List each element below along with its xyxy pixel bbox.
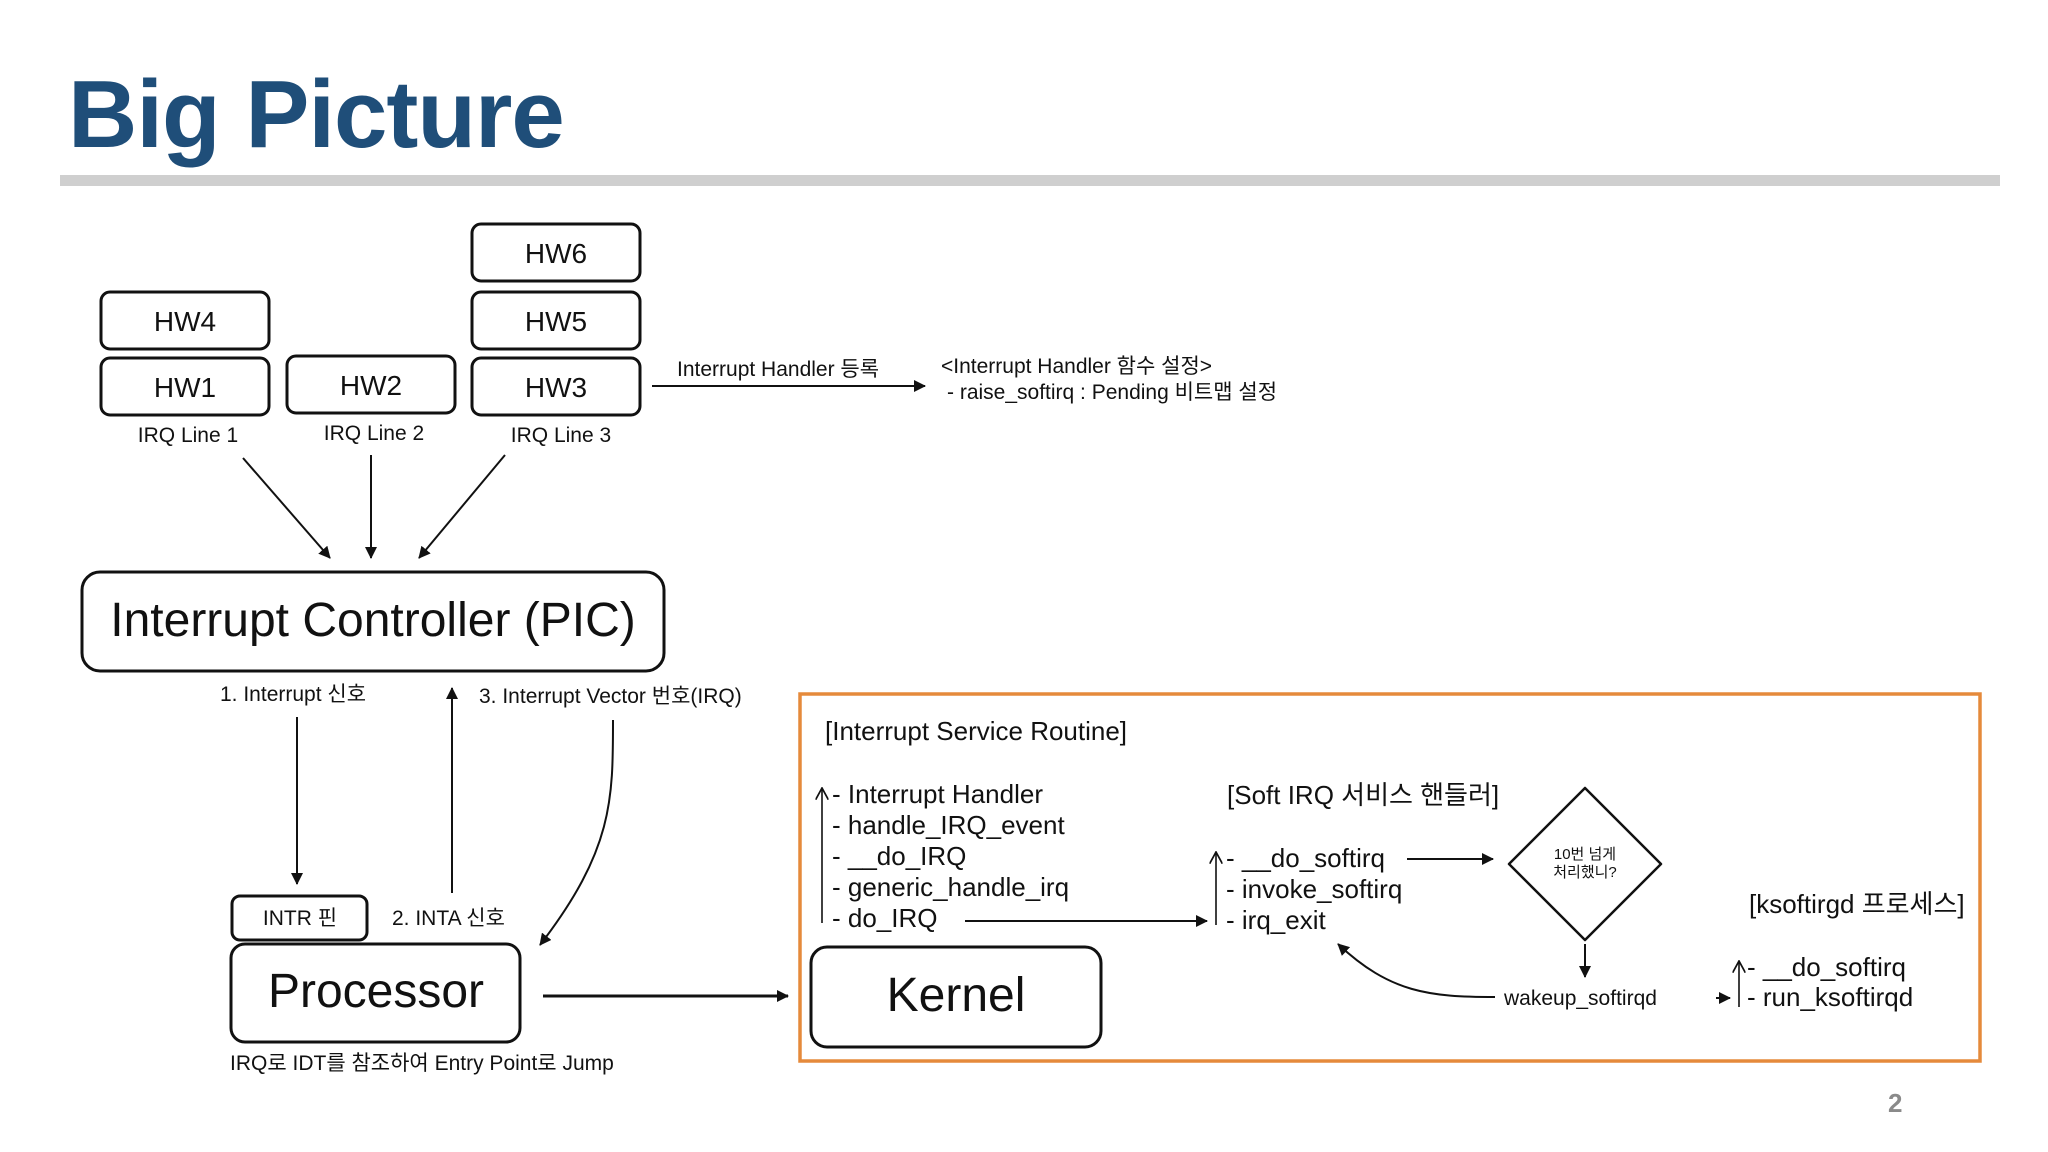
softirq-stack-item: - __do_softirq [1226, 843, 1385, 873]
wakeup-softirqd-label: wakeup_softirqd [1503, 987, 1657, 1010]
handler-setup-item: - raise_softirq : Pending 비트맵 설정 [947, 381, 1277, 404]
slide-title: Big Picture [68, 61, 565, 168]
hw3-label: HW3 [525, 372, 587, 403]
processor-box [229, 942, 522, 1044]
intr-pin-label: INTR 핀 [263, 907, 337, 930]
hw2-label: HW2 [340, 370, 402, 401]
softirq-stack-item: - irq_exit [1226, 905, 1326, 935]
isr-title: [Interrupt Service Routine] [825, 716, 1127, 746]
irq-line-1-label: IRQ Line 1 [138, 424, 238, 447]
wakeup-to-irq-exit-arrow [1337, 943, 1496, 998]
hw5-label: HW5 [525, 306, 587, 337]
irq-line-2-label: IRQ Line 2 [324, 422, 424, 445]
ksoftirqd-title: [ksoftirgd 프로세스] [1749, 889, 1965, 919]
isr-stack-item: - handle_IRQ_event [832, 810, 1065, 840]
processor-caption: IRQ로 IDT를 참조하여 Entry Point로 Jump [230, 1052, 614, 1075]
decision-text-line: 10번 넘게 [1554, 846, 1616, 863]
isr-stack-item: - __do_IRQ [832, 841, 966, 871]
intr-pin-box [230, 894, 369, 942]
irq-line-3-label: IRQ Line 3 [511, 424, 611, 447]
register-handler-label: Interrupt Handler 등록 [677, 358, 879, 381]
ksoftirqd-stack-item: - __do_softirq [1747, 952, 1906, 982]
inta-signal-label: 2. INTA 신호 [392, 907, 505, 930]
hw3-box [470, 356, 642, 417]
isr-stack-item: - Interrupt Handler [832, 779, 1043, 809]
interrupt-vector-arrow [539, 719, 614, 946]
pic-label: Interrupt Controller (PIC) [110, 594, 636, 647]
title-divider [60, 175, 2000, 186]
interrupt-signal-label: 1. Interrupt 신호 [220, 683, 366, 706]
interrupt-vector-label: 3. Interrupt Vector 번호(IRQ) [479, 685, 742, 708]
hw4-label: HW4 [154, 306, 216, 337]
hw4-box [99, 290, 271, 351]
softirq-title: [Soft IRQ 서비스 핸들러] [1227, 780, 1499, 810]
softirq-count-decision [1507, 786, 1663, 942]
processor-label: Processor [268, 965, 484, 1018]
hw1-box [99, 356, 271, 417]
irq-line-3-arrow [418, 454, 506, 559]
pic-box [80, 570, 666, 673]
isr-stack-item: - do_IRQ [832, 903, 938, 933]
irq-line-1-arrow [242, 457, 331, 559]
page-number: 2 [1888, 1088, 1903, 1118]
hw6-box [470, 222, 642, 283]
decision-text-line: 처리했니? [1553, 864, 1617, 881]
hw1-label: HW1 [154, 372, 216, 403]
isr-stack-item: - generic_handle_irq [832, 872, 1069, 902]
hw2-box [285, 354, 457, 415]
hw6-label: HW6 [525, 238, 587, 269]
kernel-box [809, 945, 1103, 1049]
softirq-stack-item: - invoke_softirq [1226, 874, 1402, 904]
isr-frame [798, 692, 1982, 1063]
handler-setup-title: <Interrupt Handler 함수 설정> [941, 355, 1212, 378]
hw5-box [470, 290, 642, 351]
kernel-label: Kernel [887, 969, 1026, 1022]
ksoftirqd-stack-item: - run_ksoftirqd [1747, 982, 1913, 1012]
